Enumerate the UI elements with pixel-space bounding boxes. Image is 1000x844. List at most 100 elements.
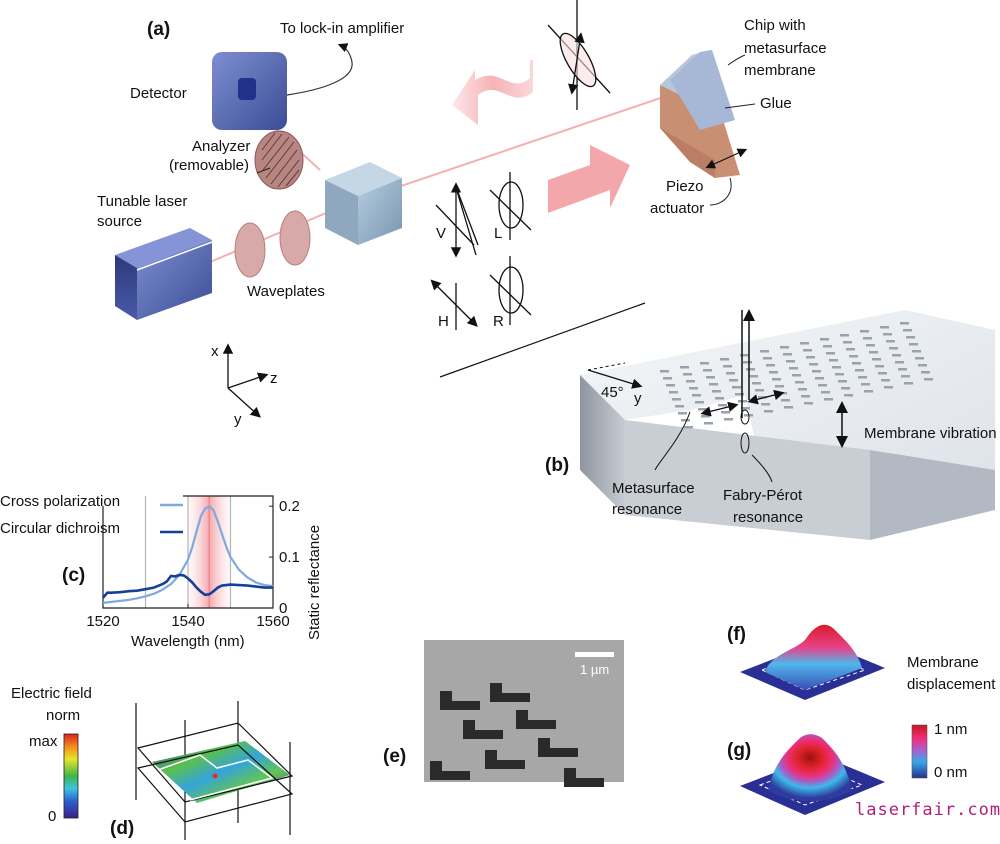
x-tick-label: 1520 bbox=[86, 613, 119, 630]
metasurface-element bbox=[884, 386, 893, 389]
series-line-circular-dichroism bbox=[102, 573, 273, 599]
metasurface-element bbox=[826, 352, 835, 355]
metasurface-element bbox=[735, 393, 744, 396]
metasurface-element bbox=[924, 378, 933, 381]
metasurface-element bbox=[852, 362, 861, 365]
metasurface-element bbox=[795, 381, 804, 384]
metasurface-element bbox=[704, 422, 713, 425]
sem-l-hole bbox=[430, 761, 470, 780]
metasurface-element bbox=[712, 390, 721, 393]
field-colorbar bbox=[63, 733, 79, 819]
chip-label-3: membrane bbox=[744, 62, 816, 79]
y-tick-label: 0 bbox=[279, 600, 287, 617]
detector-box bbox=[212, 43, 353, 174]
analyzer-label: Analyzer bbox=[192, 138, 251, 155]
metasurface-element bbox=[915, 357, 924, 360]
sem-l-hole bbox=[490, 683, 530, 702]
coordinate-axes bbox=[222, 343, 269, 418]
waveplates bbox=[234, 210, 311, 278]
metasurface-element bbox=[881, 379, 890, 382]
displacement-colorbar bbox=[911, 724, 928, 779]
displacement-title: Membrane bbox=[907, 654, 979, 671]
field-max-label: max bbox=[29, 733, 58, 750]
metasurface-element bbox=[858, 376, 867, 379]
metasurface-element bbox=[866, 344, 875, 347]
membrane-y-label: y bbox=[634, 390, 642, 407]
piezo-label: Piezo bbox=[666, 178, 704, 195]
sem-l-hole bbox=[463, 720, 503, 739]
metasurface-element bbox=[772, 378, 781, 381]
pol-h-label: H bbox=[438, 313, 449, 330]
panel-label-f: (f) bbox=[727, 624, 746, 645]
metasurface-element bbox=[723, 365, 732, 368]
metasurface-element bbox=[798, 388, 807, 391]
metasurface-element bbox=[703, 369, 712, 372]
metasurface-element bbox=[718, 404, 727, 407]
laser-source-box bbox=[115, 228, 213, 320]
metasurface-element bbox=[838, 380, 847, 383]
metasurface-element bbox=[760, 350, 769, 353]
metasurface-element bbox=[715, 397, 724, 400]
metasurface-element bbox=[726, 372, 735, 375]
fabry-perot-label-2: resonance bbox=[733, 509, 804, 526]
sem-l-hole bbox=[485, 750, 525, 769]
metasurface-element bbox=[835, 373, 844, 376]
metasurface-element bbox=[743, 361, 752, 364]
divider-line bbox=[439, 302, 646, 378]
metasurface-element bbox=[861, 383, 870, 386]
chip-label-2: metasurface bbox=[744, 40, 827, 57]
chip-on-piezo bbox=[660, 50, 756, 206]
metasurface-element bbox=[752, 382, 761, 385]
metasurface-element bbox=[701, 415, 710, 418]
field-title: Electric field bbox=[11, 685, 92, 702]
metasurface-resonance-label: Metasurface bbox=[612, 480, 695, 497]
metasurface-element bbox=[775, 385, 784, 388]
field-min-label: 0 bbox=[48, 808, 57, 825]
metasurface-element bbox=[909, 343, 918, 346]
metasurface-element bbox=[809, 363, 818, 366]
panel-label-g: (g) bbox=[727, 740, 752, 761]
sem-l-hole bbox=[516, 710, 556, 729]
panel-label-a: (a) bbox=[147, 19, 171, 40]
panel-label-b: (b) bbox=[545, 455, 570, 476]
metasurface-element bbox=[675, 405, 684, 408]
displacement-min-label: 0 nm bbox=[934, 764, 968, 781]
metasurface-element bbox=[740, 354, 749, 357]
metasurface-element bbox=[900, 322, 909, 325]
metasurface-element bbox=[720, 358, 729, 361]
sem-image bbox=[424, 640, 624, 787]
metasurface-element bbox=[669, 391, 678, 394]
metasurface-element bbox=[709, 383, 718, 386]
metasurface-element bbox=[764, 410, 773, 413]
metasurface-element bbox=[901, 375, 910, 378]
metasurface-element bbox=[806, 356, 815, 359]
metasurface-element bbox=[686, 380, 695, 383]
displacement-measured bbox=[740, 624, 885, 700]
polarization-symbols bbox=[430, 172, 532, 330]
analyzer bbox=[254, 130, 304, 190]
laser-label: Tunable laser bbox=[97, 193, 188, 210]
metasurface-element bbox=[692, 394, 701, 397]
beam-splitter-cube bbox=[325, 162, 402, 245]
metasurface-element bbox=[821, 391, 830, 394]
metasurface-element bbox=[741, 407, 750, 410]
metasurface-element bbox=[883, 333, 892, 336]
metasurface-element bbox=[880, 326, 889, 329]
metasurface-element bbox=[889, 347, 898, 350]
metasurface-element bbox=[680, 366, 689, 369]
metasurface-element bbox=[698, 408, 707, 411]
metasurface-element bbox=[841, 387, 850, 390]
displacement-max-label: 1 nm bbox=[934, 721, 968, 738]
metasurface-element bbox=[849, 355, 858, 358]
x-tick-label: 1560 bbox=[256, 613, 289, 630]
metasurface-element bbox=[903, 329, 912, 332]
metasurface-element bbox=[700, 362, 709, 365]
detector-label: Detector bbox=[130, 85, 187, 102]
lock-in-label: To lock-in amplifier bbox=[280, 20, 405, 37]
metasurface-element bbox=[844, 394, 853, 397]
fabry-perot-label: Fabry-Pérot bbox=[723, 487, 803, 504]
pol-l-label: L bbox=[494, 225, 503, 242]
pol-r-label: R bbox=[493, 313, 504, 330]
